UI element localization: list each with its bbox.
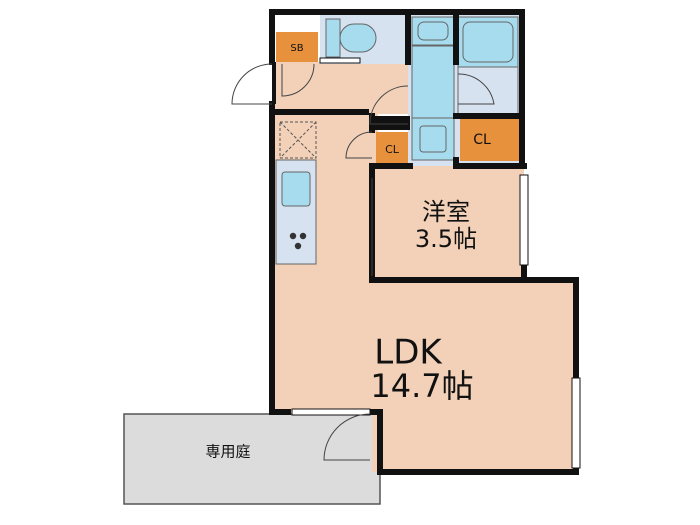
shower-area [457, 66, 519, 116]
closet-bath-label: CL [473, 132, 491, 148]
western-room-size: 3.5帖 [415, 225, 477, 253]
washing-machine-icon [411, 117, 455, 161]
closet-bath [460, 117, 520, 161]
closet-small [376, 132, 408, 164]
shoe-box-label: SB [290, 43, 303, 54]
bathtub-icon [457, 16, 519, 68]
washbasin-icon [411, 16, 455, 46]
door-swings [231, 63, 495, 461]
garden-label: 専用庭 [205, 443, 250, 461]
shoe-box [276, 32, 318, 62]
refrigerator-space [279, 121, 317, 159]
ldk-size: 14.7帖 [370, 367, 473, 405]
wall-pillar [370, 116, 410, 130]
windows [291, 57, 581, 469]
western-room-name: 洋室 [422, 198, 470, 226]
closet-small-label: CL [385, 143, 400, 156]
entrance-step [272, 62, 276, 104]
private-garden [123, 413, 381, 505]
stove-icon [289, 232, 307, 250]
ldk-name: LDK [374, 333, 443, 373]
western-room-floor [374, 165, 524, 277]
entrance-floor [272, 62, 412, 114]
sink-icon [281, 171, 311, 207]
ldk-floor-main [372, 280, 578, 472]
toilet-icon [325, 18, 377, 58]
washroom-corridor [411, 45, 455, 119]
